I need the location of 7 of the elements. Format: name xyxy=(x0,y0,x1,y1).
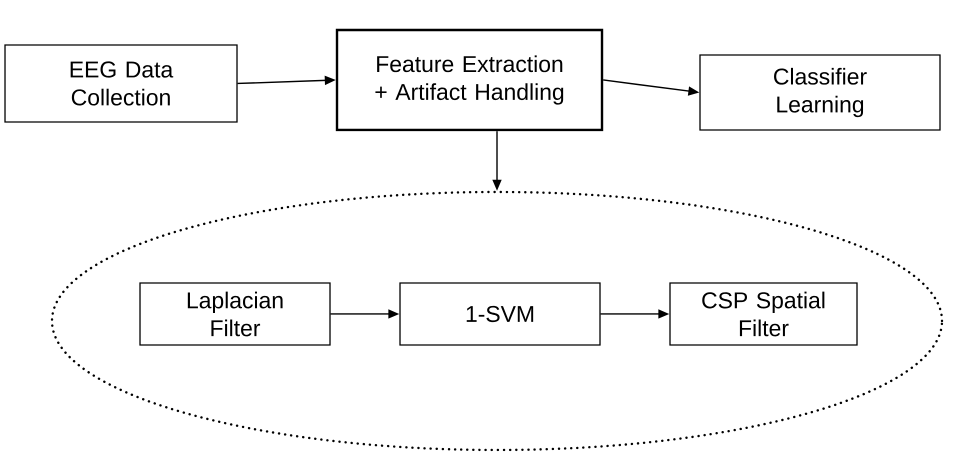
process-box: 1-SVM xyxy=(399,282,601,346)
process-box: Classifier Learning xyxy=(699,54,941,131)
dotted-ellipse xyxy=(50,190,944,452)
process-box: CSP Spatial Filter xyxy=(669,282,858,346)
process-box: Laplacian Filter xyxy=(139,282,331,346)
process-box: EEG Data Collection xyxy=(4,44,238,123)
process-box: Feature Extraction + Artifact Handling xyxy=(336,28,604,132)
